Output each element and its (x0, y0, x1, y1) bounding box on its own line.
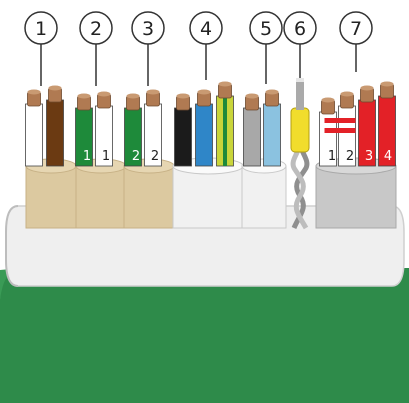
core-4-black (175, 94, 192, 167)
callouts: 1 2 3 4 5 6 7 (25, 12, 372, 86)
core-1-white (26, 90, 43, 167)
core-label-3a: 2 (132, 149, 140, 164)
core-5-grey (244, 94, 261, 167)
core-label-7c: 3 (365, 149, 373, 164)
sheath-2 (76, 166, 126, 228)
outer-jacket (0, 267, 409, 403)
core-5-light-blue (264, 90, 281, 167)
sheath-3 (124, 166, 174, 228)
callout-5-label: 5 (260, 18, 272, 40)
sheath-5 (242, 166, 286, 228)
callout-1-label: 1 (35, 18, 47, 40)
sleeve-6 (291, 108, 309, 152)
cores (26, 82, 396, 167)
sheath-4 (173, 166, 243, 228)
callout-2-label: 2 (90, 18, 102, 40)
core-label-2a: 1 (83, 149, 91, 164)
core-label-7b: 2 (346, 149, 354, 164)
sheath-1 (26, 166, 76, 228)
core-label-7a: 1 (328, 149, 336, 164)
sheath-7 (316, 166, 396, 228)
callout-4-label: 4 (200, 18, 212, 40)
core-label-3b: 2 (151, 149, 159, 164)
core-4-yellow-green (217, 82, 234, 167)
callout-6-label: 6 (294, 18, 306, 40)
group-sheaths (26, 158, 396, 228)
callout-7-label: 7 (350, 18, 362, 40)
core-1-brown (47, 86, 64, 167)
core-4-blue (196, 90, 213, 167)
core-label-7d: 4 (384, 149, 392, 164)
core-label-2b: 1 (102, 149, 110, 164)
callout-3-label: 3 (142, 18, 154, 40)
